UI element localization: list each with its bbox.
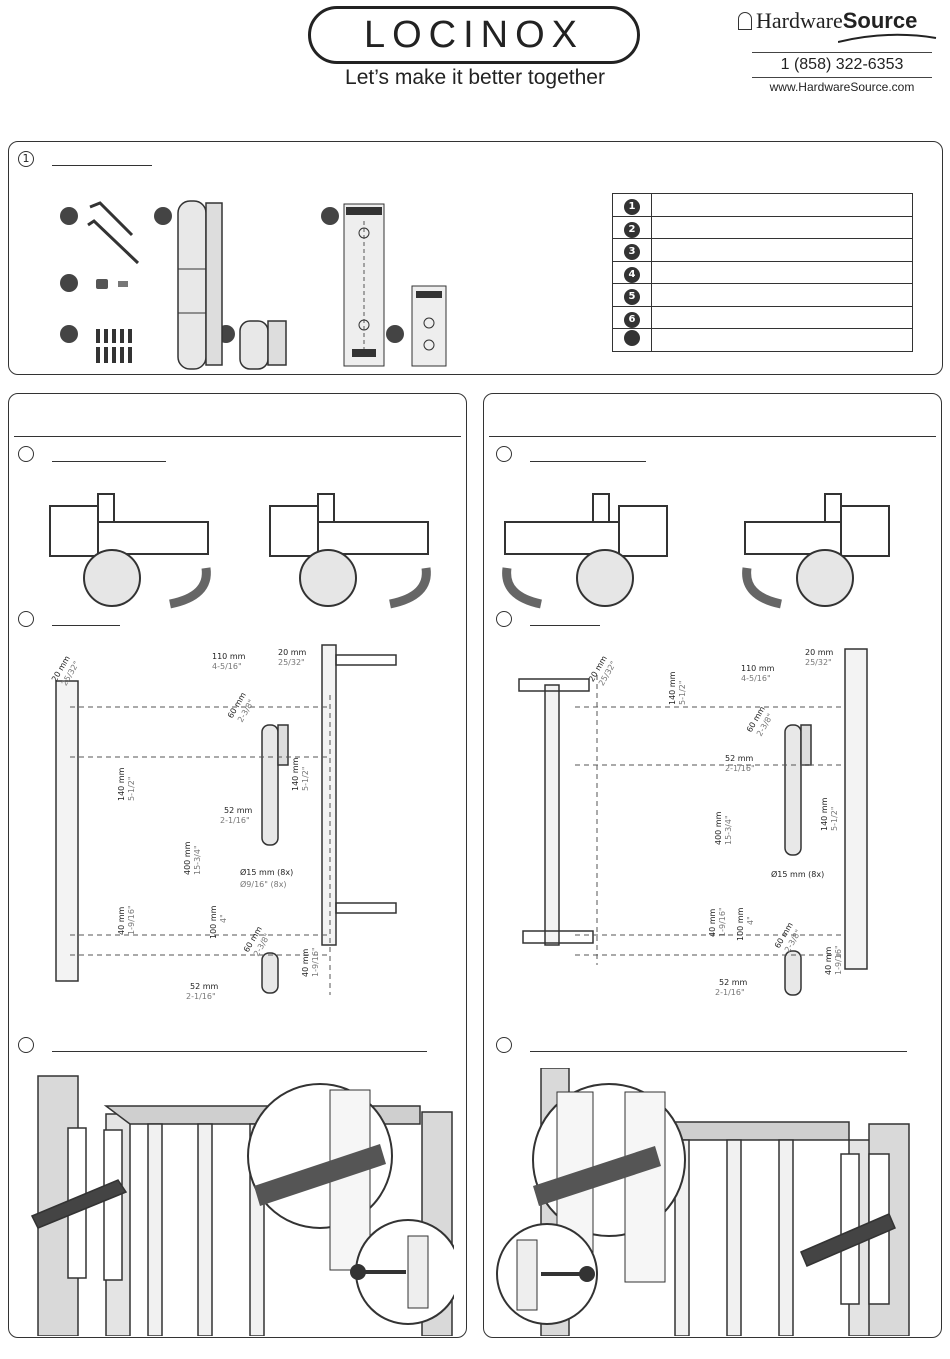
r-dim-40mm-post: 40 mm: [824, 946, 833, 975]
left-step-c-circle: [18, 1037, 34, 1053]
parts-row: 2: [612, 215, 913, 239]
right-swing-views: [502, 493, 890, 609]
brand-text: LOCINOX: [363, 13, 585, 56]
parts-illustration: [60, 200, 447, 370]
building-icon: [738, 12, 752, 30]
dim-110mm: 110 mm: [212, 652, 246, 661]
left-step-b-circle: [18, 611, 34, 627]
dim-52mm-bottom: 52 mm: [190, 982, 219, 991]
dim-1-9-16in-post: 1-9/16": [311, 947, 320, 977]
r-dim-4in: 4": [746, 916, 755, 925]
r-dim-5-1-2in: 5-1/2": [678, 680, 687, 705]
dim-hole-15mm: Ø15 mm (8x): [240, 867, 293, 877]
right-dimension-drawing: 20 mm 25/32" 110 mm 4-5/16" 20 mm 25/32"…: [518, 648, 868, 997]
right-step-c-title-line: [530, 1051, 907, 1052]
right-step-b-title-line: [530, 625, 600, 626]
right-panel-header-line: [489, 436, 936, 437]
r-dim-1-9-16in-post: 1-9/16": [834, 945, 843, 975]
r-dim-140mm-post: 140 mm: [820, 797, 829, 831]
r-dim-40mm: 40 mm: [708, 908, 717, 937]
swoosh-icon: [838, 33, 937, 43]
r-dim-2-1-16in: 2-1/16": [725, 764, 755, 773]
r-dim-1-9-16in: 1-9/16": [718, 907, 727, 937]
r-dim-5-1-2in-post: 5-1/2": [830, 806, 839, 831]
r-dim-hole-15mm: Ø15 mm (8x): [771, 869, 824, 879]
left-swing-views: [49, 493, 431, 609]
dim-140mm: 140 mm: [117, 767, 126, 801]
r-dim-25-32in-post: 25/32": [805, 658, 832, 667]
parts-row: 1: [612, 193, 913, 217]
dim-25-32in-post: 25/32": [278, 658, 305, 667]
left-step-b-title-line: [52, 625, 120, 626]
left-step-c-title-line: [52, 1051, 427, 1052]
part-number-badge: [624, 329, 640, 346]
parts-row: 6: [612, 305, 913, 329]
part-number-badge: 1: [624, 199, 640, 216]
section-1-title-line: [52, 165, 152, 166]
part-number-badge: 6: [624, 311, 640, 328]
dim-1-9-16in: 1-9/16": [127, 905, 136, 935]
dim-5-1-2in: 5-1/2": [127, 776, 136, 801]
dim-40mm-post: 40 mm: [301, 948, 310, 977]
r-dim-2-1-16in-bottom: 2-1/16": [715, 988, 745, 997]
dim-2-1-16in-bottom: 2-1/16": [186, 992, 216, 1001]
part-number-badge: 4: [624, 266, 640, 283]
parts-row: [612, 328, 913, 352]
left-step-a-circle: [18, 446, 34, 462]
left-panel-header-line: [14, 436, 461, 437]
section-1-number: 1: [18, 151, 34, 167]
dim-15-3-4in: 15-3/4": [193, 845, 202, 875]
dim-2-1-16in: 2-1/16": [220, 816, 250, 825]
dim-4in: 4": [219, 914, 228, 923]
locinox-logo: LOCINOX: [308, 6, 640, 64]
parts-row: 4: [612, 260, 913, 284]
dealer-phone: 1 (858) 322-6353: [752, 52, 932, 78]
r-dim-52mm: 52 mm: [725, 754, 754, 763]
dim-5-1-2in-post: 5-1/2": [301, 766, 310, 791]
dealer-block: HardwareSource 1 (858) 322-6353 www.Hard…: [738, 8, 938, 98]
dim-52mm: 52 mm: [224, 806, 253, 815]
dim-400mm: 400 mm: [183, 841, 192, 875]
dealer-brand-bold: Source: [842, 8, 918, 33]
dim-hole-9-16in: Ø9/16" (8x): [240, 879, 287, 889]
left-dimension-drawing: 20 mm 25/32" 110 mm 4-5/16" 20 mm 25/32"…: [50, 644, 397, 1001]
r-dim-100mm: 100 mm: [736, 907, 745, 941]
right-step-b-circle: [496, 611, 512, 627]
r-dim-110mm: 110 mm: [741, 664, 775, 673]
r-dim-140mm: 140 mm: [668, 671, 677, 705]
dim-4-5-16in: 4-5/16": [212, 662, 242, 671]
dealer-website[interactable]: www.HardwareSource.com: [769, 80, 915, 94]
r-dim-4-5-16in: 4-5/16": [741, 674, 771, 683]
dealer-brand-light: Hardware: [756, 8, 843, 33]
dealer-brand: HardwareSource: [738, 8, 917, 34]
r-dim-15-3-4in: 15-3/4": [724, 815, 733, 845]
part-number-badge: 3: [624, 244, 640, 261]
part-number-badge: 2: [624, 221, 640, 238]
r-dim-400mm: 400 mm: [714, 811, 723, 845]
r-dim-52mm-bottom: 52 mm: [719, 978, 748, 987]
dim-20mm-post: 20 mm: [278, 648, 307, 657]
r-dim-20mm-post: 20 mm: [805, 648, 834, 657]
left-install-illustration: [30, 1075, 454, 1336]
parts-row: 3: [612, 238, 913, 262]
right-step-a-circle: [496, 446, 512, 462]
dim-40mm: 40 mm: [117, 906, 126, 935]
part-number-badge: 5: [624, 289, 640, 306]
parts-row: 5: [612, 283, 913, 307]
right-install-illustration: [496, 1068, 910, 1336]
right-step-a-title-line: [530, 461, 646, 462]
parts-table: 1 2 3 4 5 6: [612, 193, 913, 352]
dim-100mm: 100 mm: [209, 905, 218, 939]
right-step-c-circle: [496, 1037, 512, 1053]
left-step-a-title-line: [52, 461, 166, 462]
tagline: Let’s make it better together: [345, 66, 605, 89]
dim-140mm-post: 140 mm: [291, 757, 300, 791]
